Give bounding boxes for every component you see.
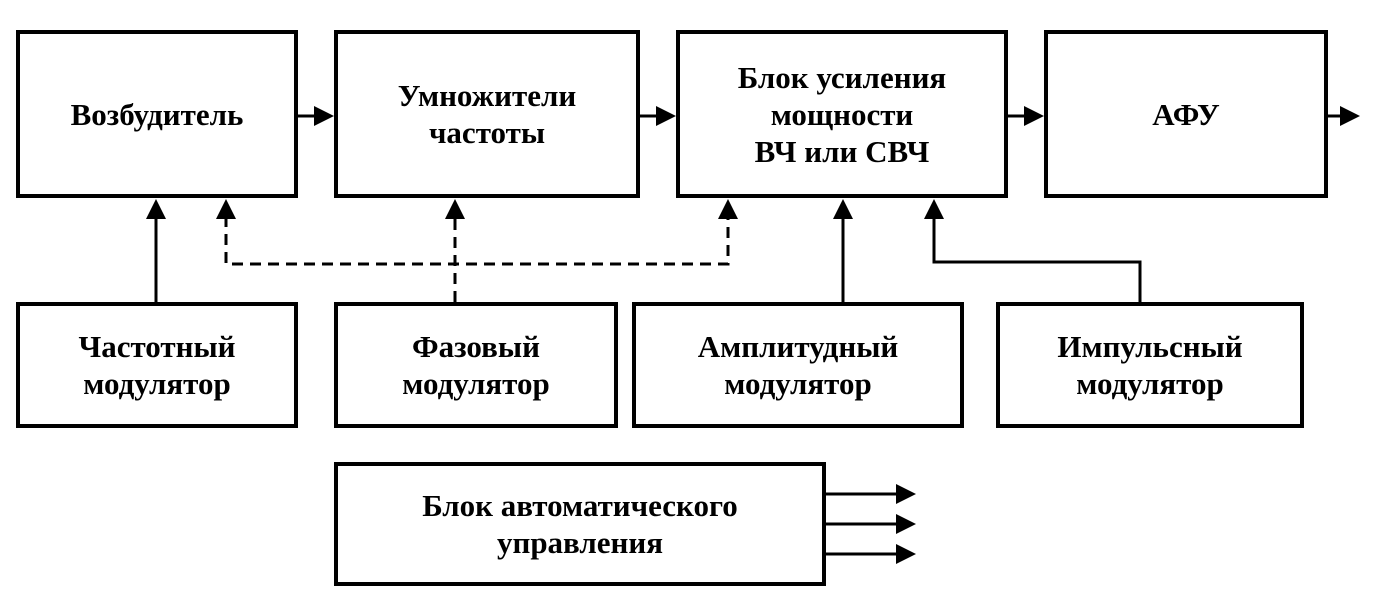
block-pulse-modulator: Импульсный модулятор [996,302,1304,428]
block-automatic-control: Блок автоматического управления [334,462,826,586]
arrow-exciter-to-multipliers [298,106,334,126]
arrow-phase-mod-dashed [216,199,738,302]
arrow-afu-output [1328,106,1360,126]
block-afu: АФУ [1044,30,1328,198]
block-amplitude-modulator: Амплитудный модулятор [632,302,964,428]
arrows-auto-ctrl-outputs [826,484,916,564]
arrow-multipliers-to-power-amp [640,106,676,126]
block-exciter-label: Возбудитель [70,96,244,132]
arrow-freq-mod-to-exciter [146,199,166,302]
block-frequency-modulator: Частотный модулятор [16,302,298,428]
block-amplitude-modulator-label: Амплитудный модулятор [697,329,899,401]
block-exciter: Возбудитель [16,30,298,198]
arrow-amp-mod-to-power-amp [833,199,853,302]
block-power-amplifier-label: Блок усиления мощности ВЧ или СВЧ [737,59,947,169]
arrow-pulse-mod-to-power-amp [924,199,1142,302]
block-phase-modulator-label: Фазовый модулятор [402,329,550,401]
block-power-amplifier: Блок усиления мощности ВЧ или СВЧ [676,30,1008,198]
block-frequency-multipliers: Умножители частоты [334,30,640,198]
block-frequency-modulator-label: Частотный модулятор [78,329,236,401]
arrow-power-amp-to-afu [1008,106,1044,126]
block-phase-modulator: Фазовый модулятор [334,302,618,428]
block-pulse-modulator-label: Импульсный модулятор [1057,329,1243,401]
block-afu-label: АФУ [1152,96,1220,132]
block-frequency-multipliers-label: Умножители частоты [397,78,577,150]
block-automatic-control-label: Блок автоматического управления [422,488,738,560]
